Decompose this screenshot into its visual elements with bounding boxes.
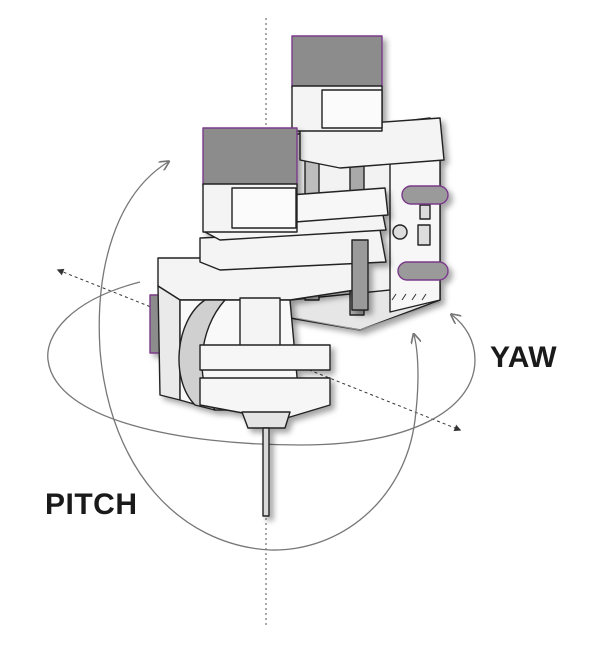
pitch-rotation-arrow-icon xyxy=(98,162,418,551)
front-assembly xyxy=(149,127,389,517)
yaw-label: YAW xyxy=(490,341,558,374)
base-detail-lines xyxy=(295,301,441,331)
yaw-rotation-arrow-icon xyxy=(47,281,476,446)
pitch-label: PITCH xyxy=(45,488,138,521)
